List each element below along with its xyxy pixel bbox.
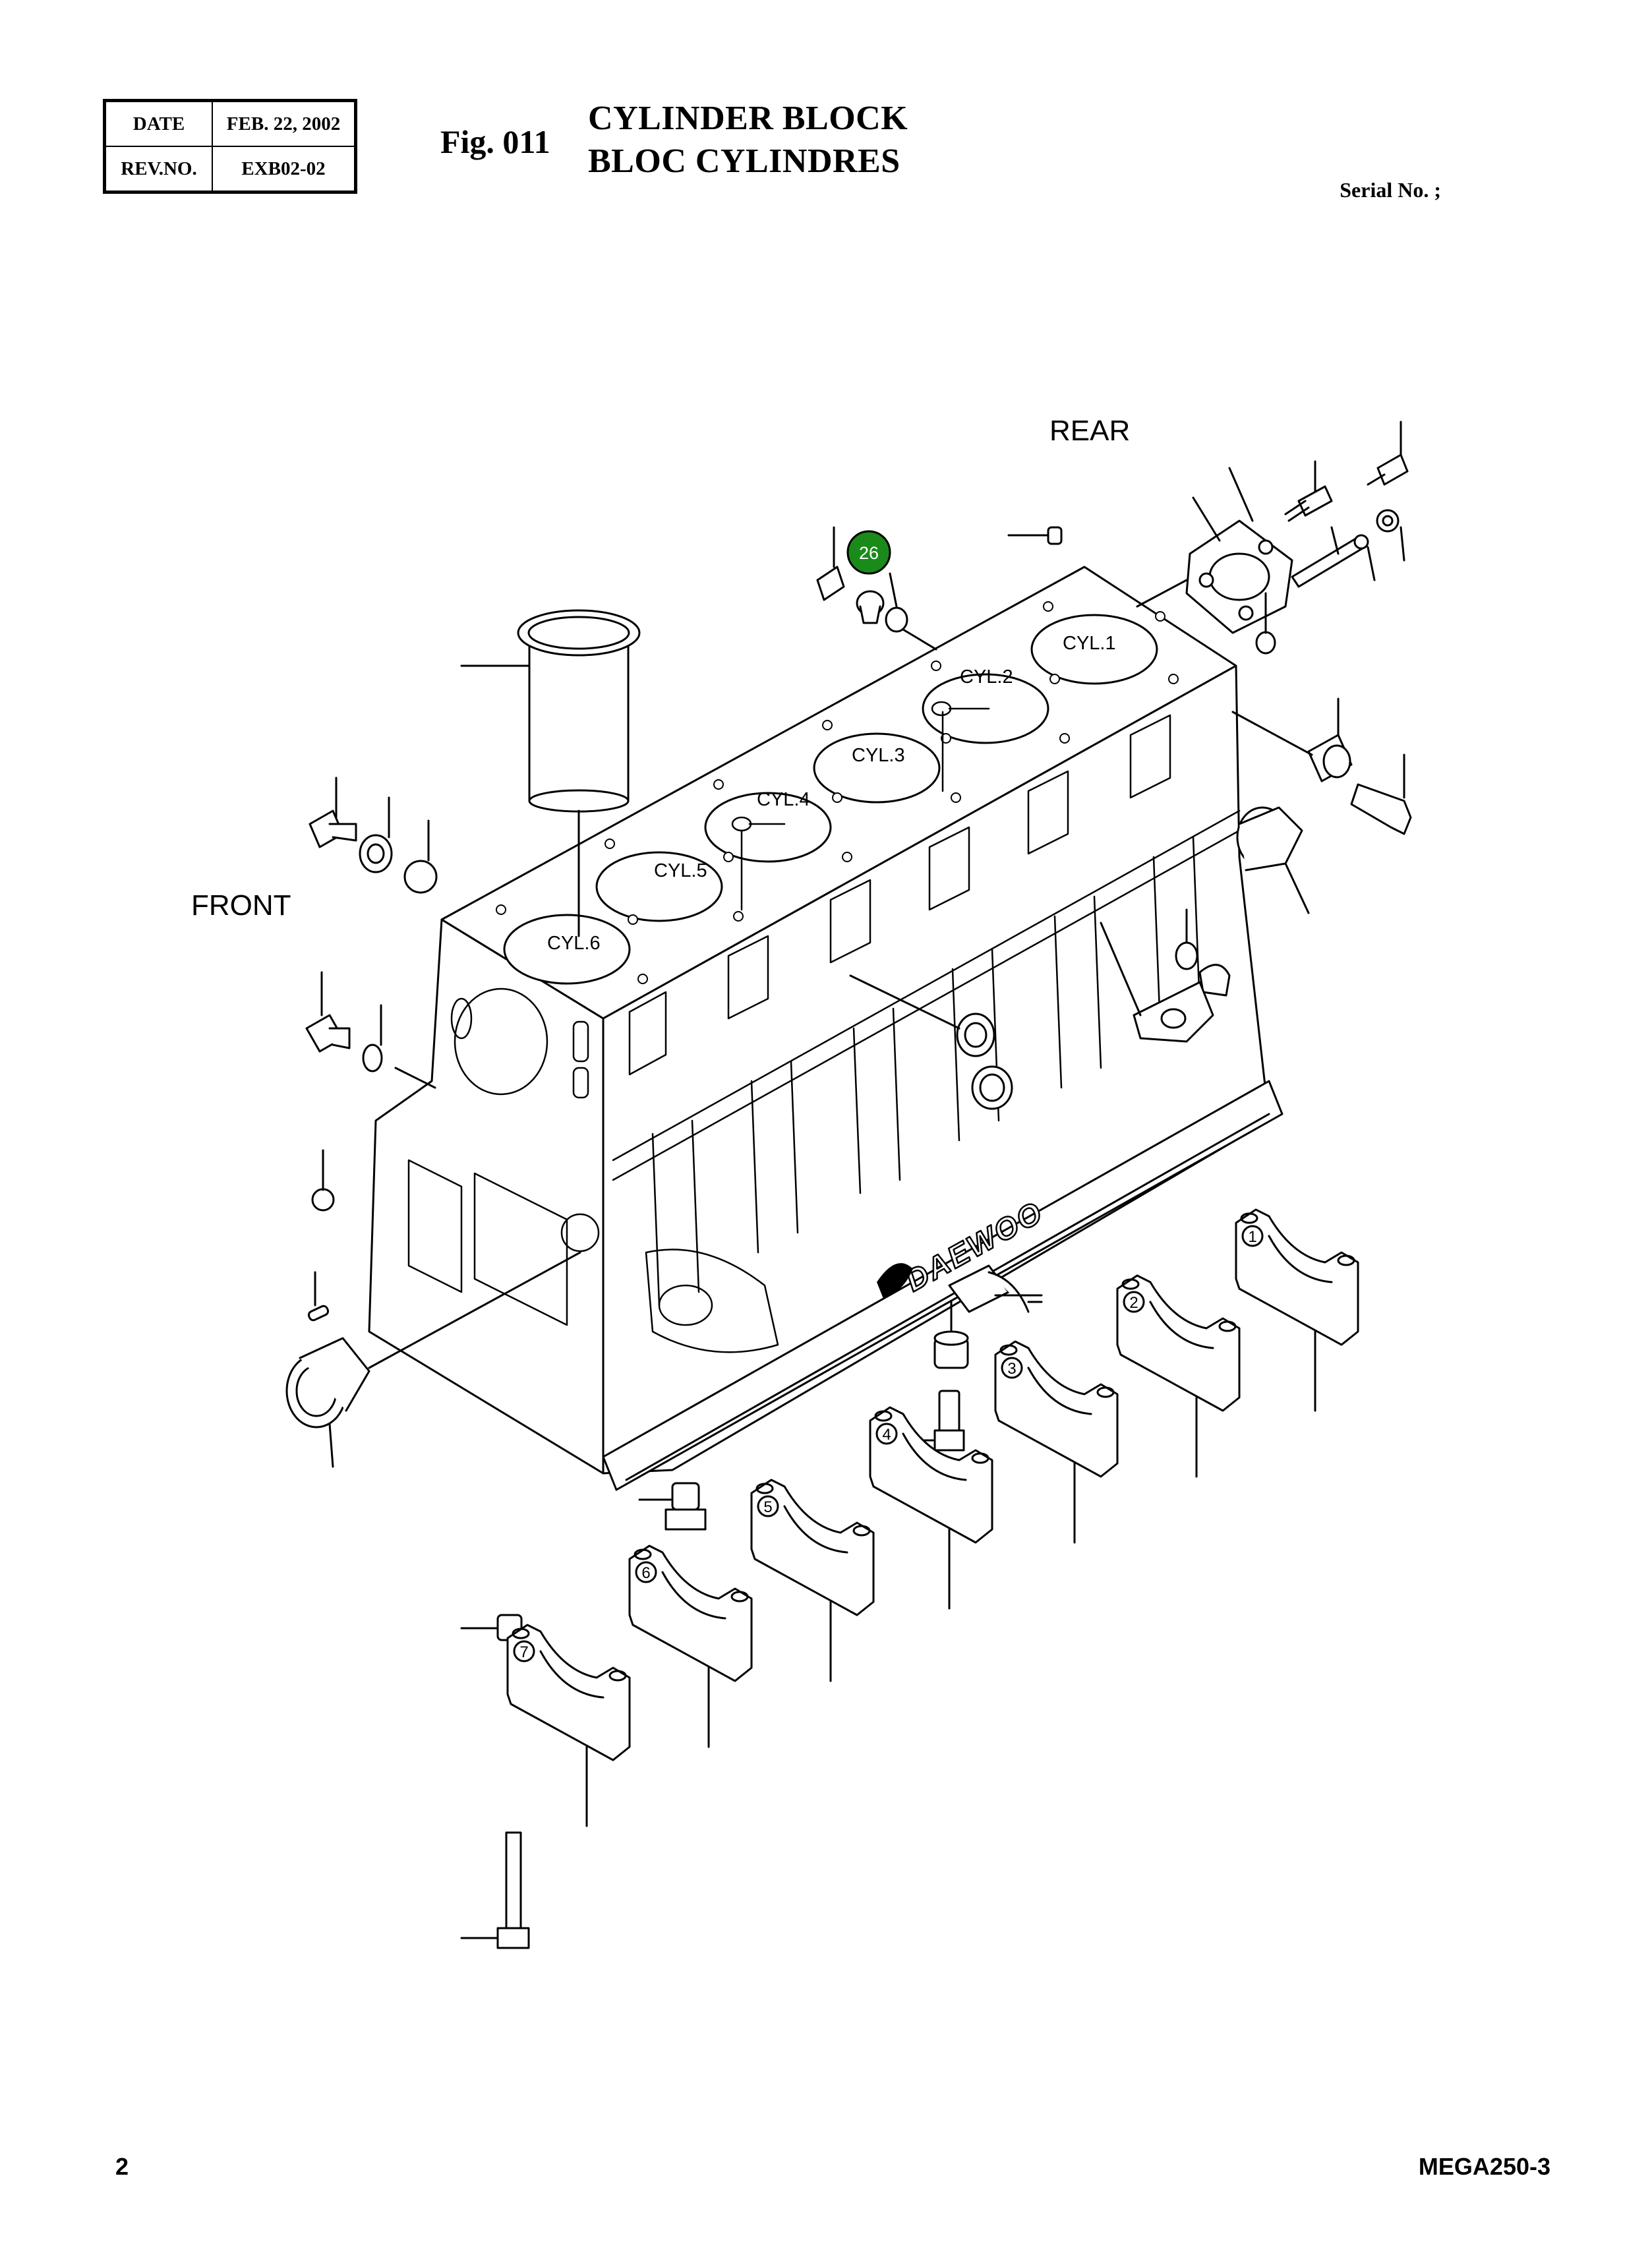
bearing-cap-badge [757,1495,779,1517]
bearing-cap-number: 7 [519,1643,528,1661]
figure-number: Fig. 011 [440,123,550,160]
cyl-label-5: CYL.5 [654,860,707,881]
bearing-cap-badge [875,1423,898,1445]
bearing-cap-2: 2 [1116,1274,1241,1478]
rear-cover-assembly [1007,421,1412,914]
bearing-cap-badge [1123,1291,1145,1313]
callout-number: 26 [859,543,879,563]
revision-table: DATE FEB. 22, 2002 REV.NO. EXB02-02 [103,99,357,194]
page-number: 2 [115,2153,129,2180]
cylinder-labels: CYL.1 CYL.2 CYL.3 CYL.4 CYL.5 CYL.6 [547,633,1116,954]
bearing-cap-badge [1001,1357,1023,1379]
bearing-cap-number: 4 [882,1426,891,1444]
bearing-cap-7: 7 [506,1624,631,1827]
title-french: BLOC CYLINDRES [588,142,900,180]
bearing-cap-5: 5 [750,1479,875,1682]
title-english: CYLINDER BLOCK [588,100,908,137]
callout-badge [846,530,891,575]
front-side-parts [285,777,581,1468]
cyl-label-6: CYL.6 [547,933,601,954]
bearing-cap-number: 6 [641,1564,650,1582]
bore-6 [503,914,631,985]
bearing-cap-badge [1241,1225,1264,1247]
bearing-cap-number: 5 [763,1498,772,1516]
serial-number: Serial No. ; [1340,178,1441,202]
bearing-cap-number: 1 [1248,1228,1256,1246]
cylinder-liner [460,609,641,937]
bearing-cap-badge [635,1561,657,1583]
bearing-cap-number: 2 [1129,1294,1138,1312]
cyl-label-2: CYL.2 [960,666,1013,688]
bore-3 [813,732,941,804]
front-label: FRONT [191,889,291,922]
top-plug-parts [816,526,937,651]
bearing-cap-4: 4 [869,1406,993,1610]
date-value: FEB. 22, 2002 [212,100,357,147]
bearing-cap-number: 3 [1007,1360,1016,1378]
right-side-mid-parts [849,908,1231,1110]
cyl-label-3: CYL.3 [852,745,905,766]
cylinder-block [368,566,1283,1491]
lower-center-parts [460,1264,1043,1949]
bore-5 [595,851,723,922]
rev-value: EXB02-02 [212,146,357,193]
bearing-cap-6: 6 [628,1544,753,1748]
main-bearing-caps: 1 2 3 4 5 6 7 [506,1208,1359,1827]
callout-26: 26 [846,530,891,575]
bearing-cap-badge [513,1640,535,1662]
rear-label: REAR [1049,415,1130,447]
rev-label: REV.NO. [103,146,213,193]
bearing-cap-3: 3 [994,1340,1119,1544]
date-label: DATE [103,100,213,147]
cylinder-bores [503,614,1158,985]
model-name: MEGA250-3 [1418,2153,1550,2180]
bore-4 [704,792,832,863]
bearing-cap-1: 1 [1235,1208,1359,1412]
bore-1 [1030,614,1158,685]
brand-logo-icon [877,1263,913,1299]
cyl-label-1: CYL.1 [1063,633,1116,654]
cyl-label-4: CYL.4 [757,789,810,810]
